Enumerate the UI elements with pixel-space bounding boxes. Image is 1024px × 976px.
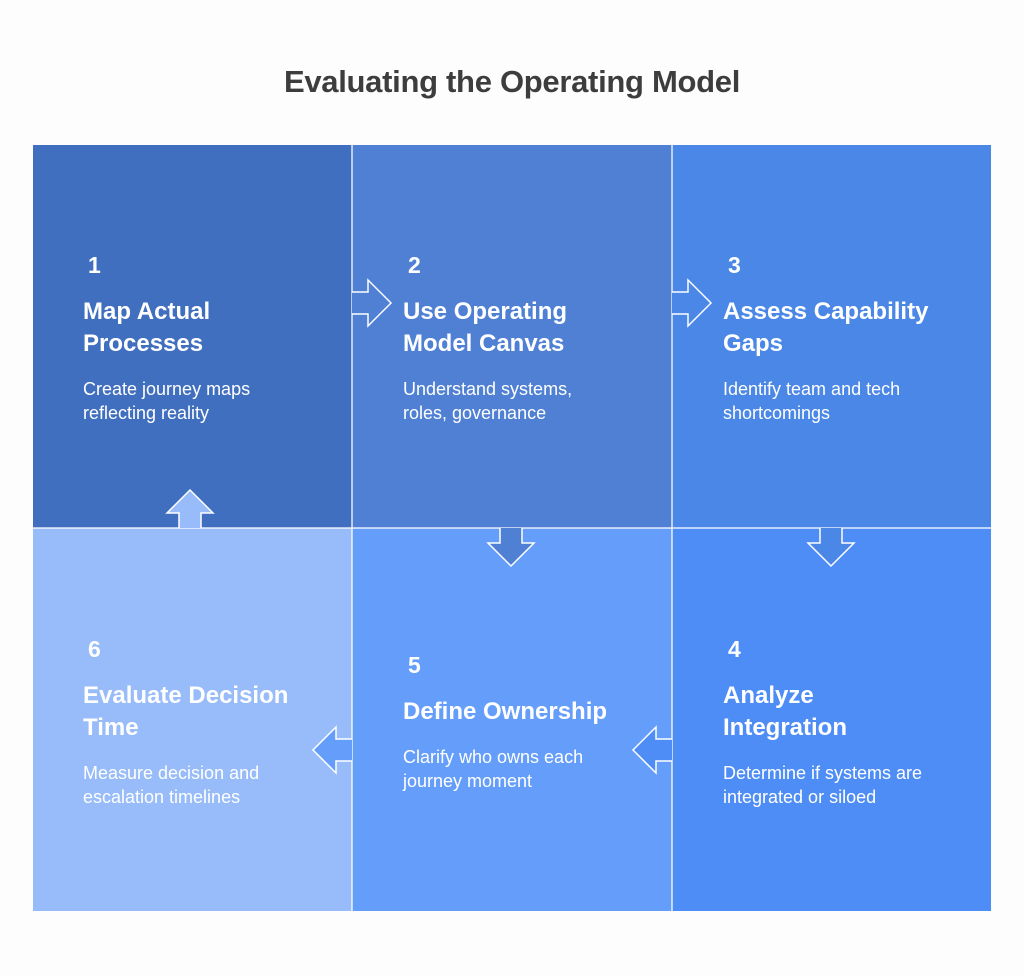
- step-6-number: 6: [88, 636, 101, 662]
- step-6-heading: Evaluate Decision Time: [83, 682, 289, 741]
- step-4-number: 4: [728, 636, 741, 662]
- arrow-down-icon: [486, 528, 536, 568]
- tile-3-background: [672, 145, 991, 528]
- tile-4-background: [672, 528, 991, 911]
- arrow-right-icon: [352, 278, 393, 328]
- step-2-heading: Use Operating Model Canvas: [403, 298, 568, 357]
- arrow-up-icon: [165, 488, 215, 528]
- step-3-number: 3: [728, 252, 741, 278]
- tile-5-background: [352, 528, 672, 911]
- step-2-number: 2: [408, 252, 421, 278]
- step-5-heading: Define Ownership: [403, 698, 608, 725]
- step-6-description: Measure decision and escalation timeline…: [83, 763, 260, 807]
- step-2-description: Understand systems, roles, governance: [403, 379, 573, 423]
- step-3-description: Identify team and tech shortcomings: [723, 379, 901, 423]
- step-1-heading: Map Actual Processes: [83, 298, 211, 357]
- step-4-heading: Analyze Integration: [723, 682, 847, 741]
- step-4-description: Determine if systems are integrated or s…: [723, 763, 923, 807]
- step-5-description: Clarify who owns each journey moment: [403, 747, 584, 791]
- arrow-down-icon: [806, 528, 856, 568]
- tile-2-background: [352, 145, 672, 528]
- arrow-left-icon: [311, 725, 352, 775]
- step-1-description: Create journey maps reflecting reality: [83, 379, 251, 423]
- diagram-title: Evaluating the Operating Model: [283, 64, 741, 99]
- step-3-heading: Assess Capability Gaps: [723, 298, 929, 357]
- step-5-number: 5: [408, 652, 421, 678]
- arrow-left-icon: [631, 725, 672, 775]
- step-1-number: 1: [88, 252, 101, 278]
- arrow-right-icon: [672, 278, 713, 328]
- tile-6-background: [33, 528, 352, 911]
- tile-1-background: [33, 145, 352, 528]
